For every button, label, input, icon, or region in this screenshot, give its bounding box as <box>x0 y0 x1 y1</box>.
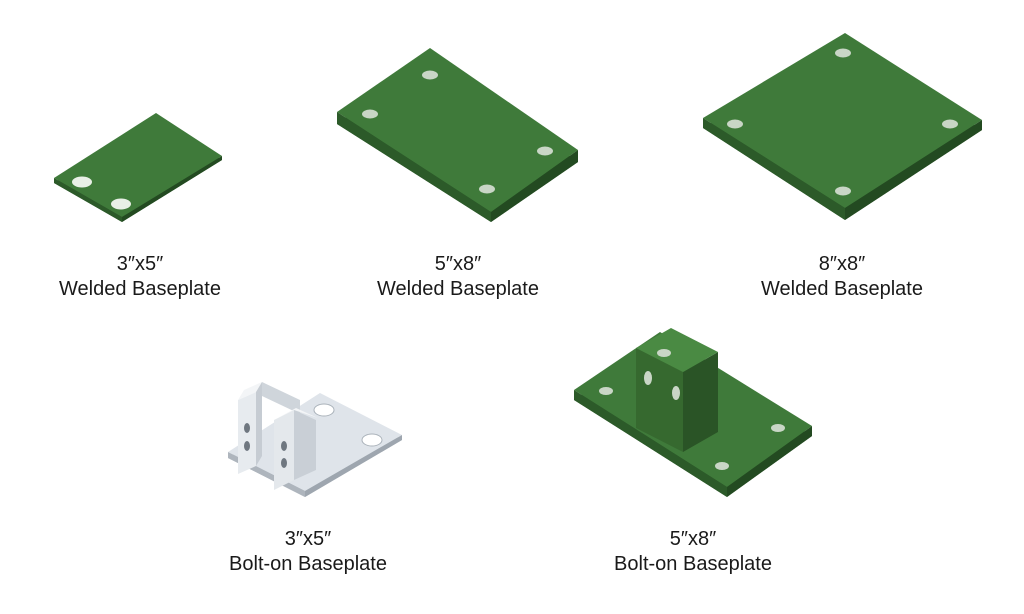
product-caption: 8″x8″ Welded Baseplate <box>761 252 923 302</box>
product-size: 5″x8″ <box>434 253 482 275</box>
product-name: Bolt-on Baseplate <box>229 553 387 575</box>
product-name: Bolt-on Baseplate <box>614 553 772 575</box>
product-welded-3x5[interactable]: 3″x5″ Welded Baseplate <box>0 0 260 310</box>
product-welded-8x8[interactable]: 8″x8″ Welded Baseplate <box>0 0 1024 310</box>
plate-8x8-welded-image <box>703 33 982 220</box>
product-size: 8″x8″ <box>818 253 866 275</box>
product-name: Welded Baseplate <box>761 278 923 300</box>
product-size: 3″x5″ <box>116 253 164 275</box>
product-caption: 5″x8″ Welded Baseplate <box>377 252 539 302</box>
product-caption: 3″x5″ Bolt-on Baseplate <box>229 527 387 577</box>
product-name: Welded Baseplate <box>377 278 539 300</box>
plate-5x8-welded-image <box>337 48 578 222</box>
product-size: 5″x8″ <box>669 528 717 550</box>
plate-3x5-welded-image <box>54 113 222 222</box>
product-size: 3″x5″ <box>284 528 332 550</box>
product-name: Welded Baseplate <box>59 278 221 300</box>
product-caption: 5″x8″ Bolt-on Baseplate <box>614 527 772 577</box>
product-caption: 3″x5″ Welded Baseplate <box>59 252 221 302</box>
product-welded-5x8[interactable]: 5″x8″ Welded Baseplate <box>0 0 1024 310</box>
